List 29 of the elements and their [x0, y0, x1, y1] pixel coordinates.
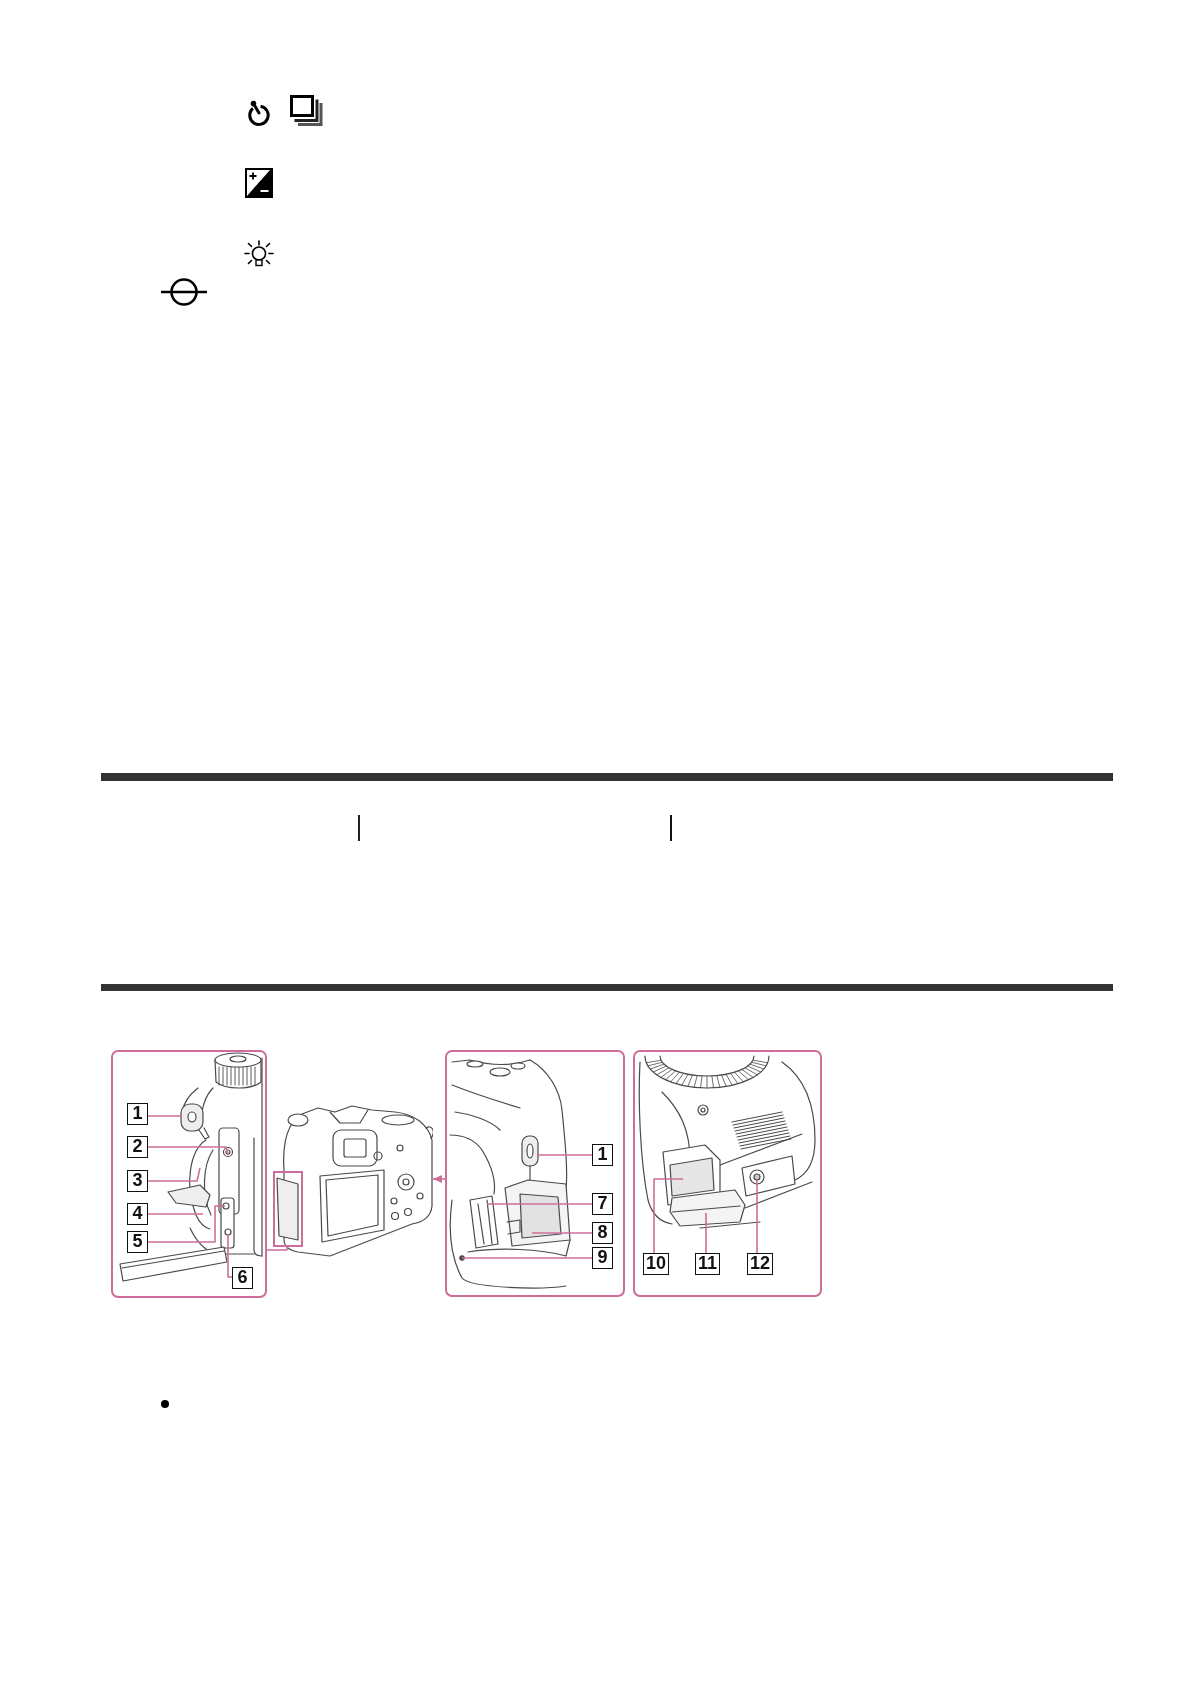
callout-number: 12 — [747, 1253, 774, 1275]
callout-number: 1 — [592, 1144, 613, 1166]
connector-line — [266, 1245, 288, 1251]
leader-line — [486, 1203, 593, 1205]
highlight-outline — [273, 1171, 303, 1247]
callout-number: 7 — [592, 1193, 613, 1215]
arrow — [432, 1175, 446, 1183]
callout-number: 8 — [592, 1222, 613, 1244]
callout-number: 2 — [127, 1136, 148, 1158]
leader-line — [147, 1213, 204, 1215]
leader-line — [227, 1233, 233, 1278]
leader-line — [705, 1212, 707, 1254]
leader-line — [147, 1146, 229, 1156]
callout-number: 9 — [592, 1247, 613, 1269]
callout-number: 6 — [232, 1267, 253, 1289]
callout-number: 5 — [127, 1231, 148, 1253]
leader-line — [147, 1115, 183, 1117]
leader-line — [147, 1167, 201, 1182]
leader-line — [461, 1257, 593, 1259]
leader-line — [653, 1178, 684, 1254]
leader-line — [531, 1232, 593, 1234]
leader-line — [147, 1205, 226, 1243]
leader-line — [537, 1154, 593, 1156]
callout-number: 11 — [695, 1253, 721, 1275]
leader-line — [756, 1179, 758, 1254]
callout-number: 3 — [127, 1170, 148, 1192]
callout-number: 4 — [127, 1203, 148, 1225]
callout-number: 10 — [643, 1253, 670, 1275]
callout-number: 1 — [127, 1103, 148, 1125]
